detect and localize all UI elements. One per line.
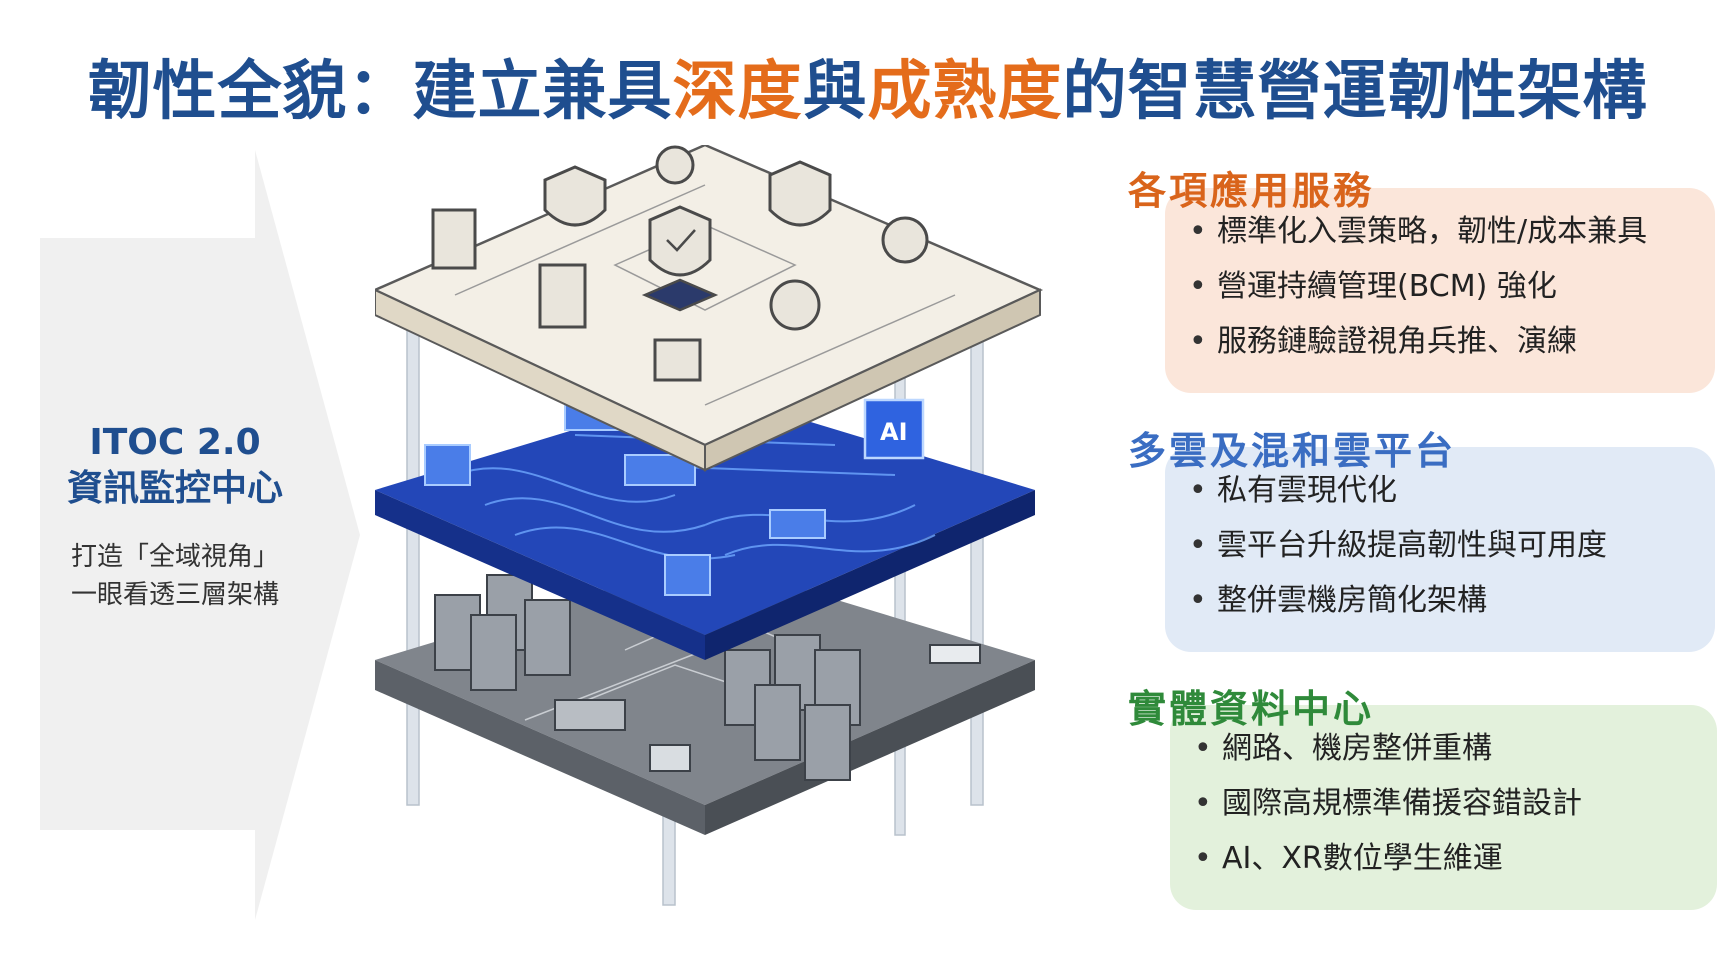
ai-chip-label: AI: [880, 418, 908, 446]
title-highlight-depth: 深度: [672, 55, 803, 129]
ai-chip-icon: AI: [863, 398, 925, 460]
title-highlight-maturity: 成熟度: [867, 55, 1063, 129]
list-item: 整併雲機房簡化架構: [1185, 573, 1607, 628]
shield-arrows-icon: [768, 160, 832, 227]
heading-application-services: 各項應用服務: [1128, 169, 1375, 213]
shield-icon: [543, 165, 607, 227]
server-racks: [434, 574, 861, 781]
itoc-sub-line2: 一眼看透三層架構: [70, 580, 279, 610]
list-item: 營運持續管理(BCM) 強化: [1185, 259, 1647, 314]
application-services-layer: [375, 145, 1044, 472]
list-item: 私有雲現代化: [1185, 463, 1607, 518]
shield-check-icon: [648, 205, 712, 277]
certificate-icon: [538, 263, 587, 329]
heading-physical-datacenter: 實體資料中心: [1128, 687, 1375, 731]
panel-cloud-platform: 私有雲現代化 雲平台升級提高韌性與可用度 整併雲機房簡化架構: [1165, 447, 1715, 652]
list-item: AI、XR數位學生維運: [1190, 831, 1582, 886]
three-layer-illustration: AI: [375, 145, 1135, 935]
itoc-heading-line1: ITOC 2.0: [89, 422, 261, 463]
left-arrow: [40, 150, 360, 920]
page-title: 韌性全貌：建立兼具深度與成熟度的智慧營運韌性架構: [0, 40, 1735, 132]
itoc-heading-line2: 資訊監控中心: [66, 468, 283, 509]
datacenter-layer: [375, 560, 1035, 835]
list-item: 國際高規標準備援容錯設計: [1190, 776, 1582, 831]
itoc-sub-line1: 打造「全域視角」: [70, 542, 279, 572]
chips: [424, 404, 826, 596]
document-icon: [431, 208, 477, 270]
chart-cube-icon: [653, 338, 702, 382]
list-item: 網路、機房整併重構: [1190, 721, 1582, 776]
list-item: 標準化入雲策略，韌性/成本兼具: [1185, 204, 1647, 259]
list-item: 雲平台升級提高韌性與可用度: [1185, 518, 1607, 573]
gear-icon: [655, 145, 695, 185]
list-item: 服務鏈驗證視角兵推、演練: [1185, 314, 1647, 369]
title-part3: 的智慧營運韌性架構: [1062, 55, 1648, 129]
title-part1: 韌性全貌：建立兼具: [87, 55, 673, 129]
left-description: ITOC 2.0 資訊監控中心 打造「全域視角」 一眼看透三層架構: [40, 420, 310, 614]
title-part2: 與: [802, 55, 868, 129]
heading-cloud-platform: 多雲及混和雲平台: [1128, 429, 1457, 473]
panel-physical-datacenter: 網路、機房整併重構 國際高規標準備援容錯設計 AI、XR數位學生維運: [1170, 705, 1717, 910]
cloud-platform-layer: AI: [375, 390, 1035, 660]
panel-application-services: 標準化入雲策略，韌性/成本兼具 營運持續管理(BCM) 強化 服務鏈驗證視角兵推…: [1165, 188, 1715, 393]
gear-lock-icon: [769, 279, 821, 331]
gear-pair-icon: [881, 216, 929, 264]
top-layer-icons: [431, 145, 929, 382]
